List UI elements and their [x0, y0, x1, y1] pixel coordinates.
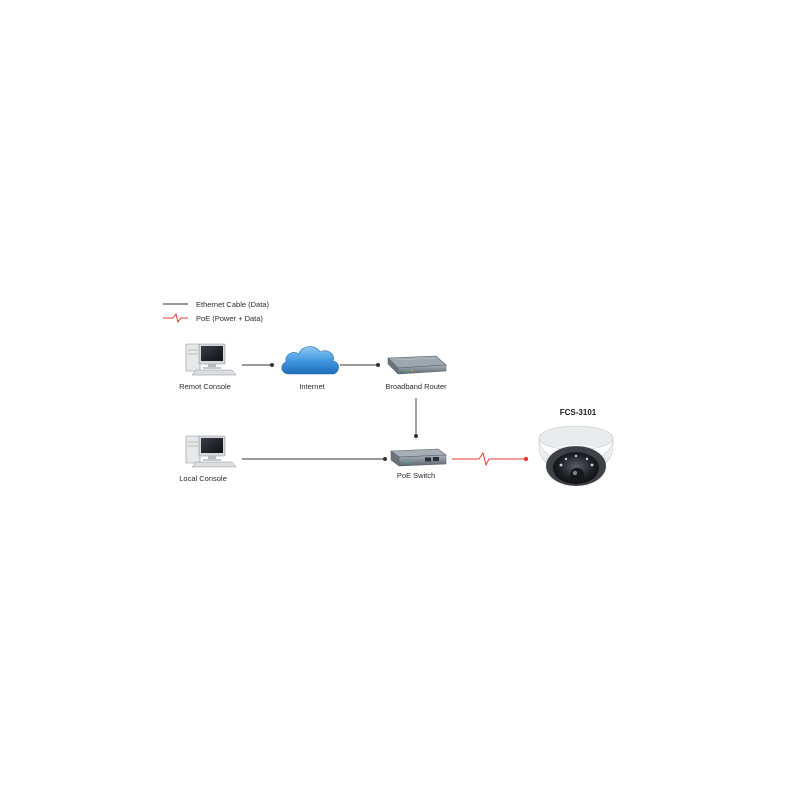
cloud-icon: [281, 346, 339, 375]
fcs-3101-camera: FCS-3101: [538, 408, 614, 486]
link-switch-camera-poe: [452, 451, 526, 467]
connections: [242, 363, 529, 467]
broadband-router: Broadband Router: [385, 355, 447, 391]
link-router-switch-dot: [414, 434, 418, 438]
computer-icon: [185, 435, 237, 468]
local-console-label: Local Console: [179, 474, 227, 483]
remote-console-label: Remot Console: [179, 382, 231, 391]
link-internet-router-dot: [376, 363, 380, 367]
internet-label: Internet: [299, 382, 325, 391]
poe-switch: PoE Switch: [390, 448, 447, 480]
legend-poe-bolt-icon: [163, 312, 188, 324]
internet: Internet: [281, 346, 339, 391]
legend-ethernet-label: Ethernet Cable (Data): [196, 300, 269, 309]
legend: Ethernet Cable (Data) PoE (Power + Data): [163, 300, 269, 324]
remote-console: Remot Console: [179, 343, 237, 391]
router-icon: [387, 355, 447, 375]
local-console: Local Console: [179, 435, 237, 483]
switch-icon: [390, 448, 447, 467]
router-label: Broadband Router: [385, 382, 447, 391]
computer-icon: [185, 343, 237, 376]
dome-camera-icon: [538, 425, 614, 486]
link-local-switch-dot: [383, 457, 387, 461]
camera-model-label: FCS-3101: [560, 408, 597, 417]
poe-switch-label: PoE Switch: [397, 471, 435, 480]
link-remote-internet-dot: [270, 363, 274, 367]
link-switch-camera-dot: [523, 456, 529, 462]
legend-poe-label: PoE (Power + Data): [196, 314, 263, 323]
